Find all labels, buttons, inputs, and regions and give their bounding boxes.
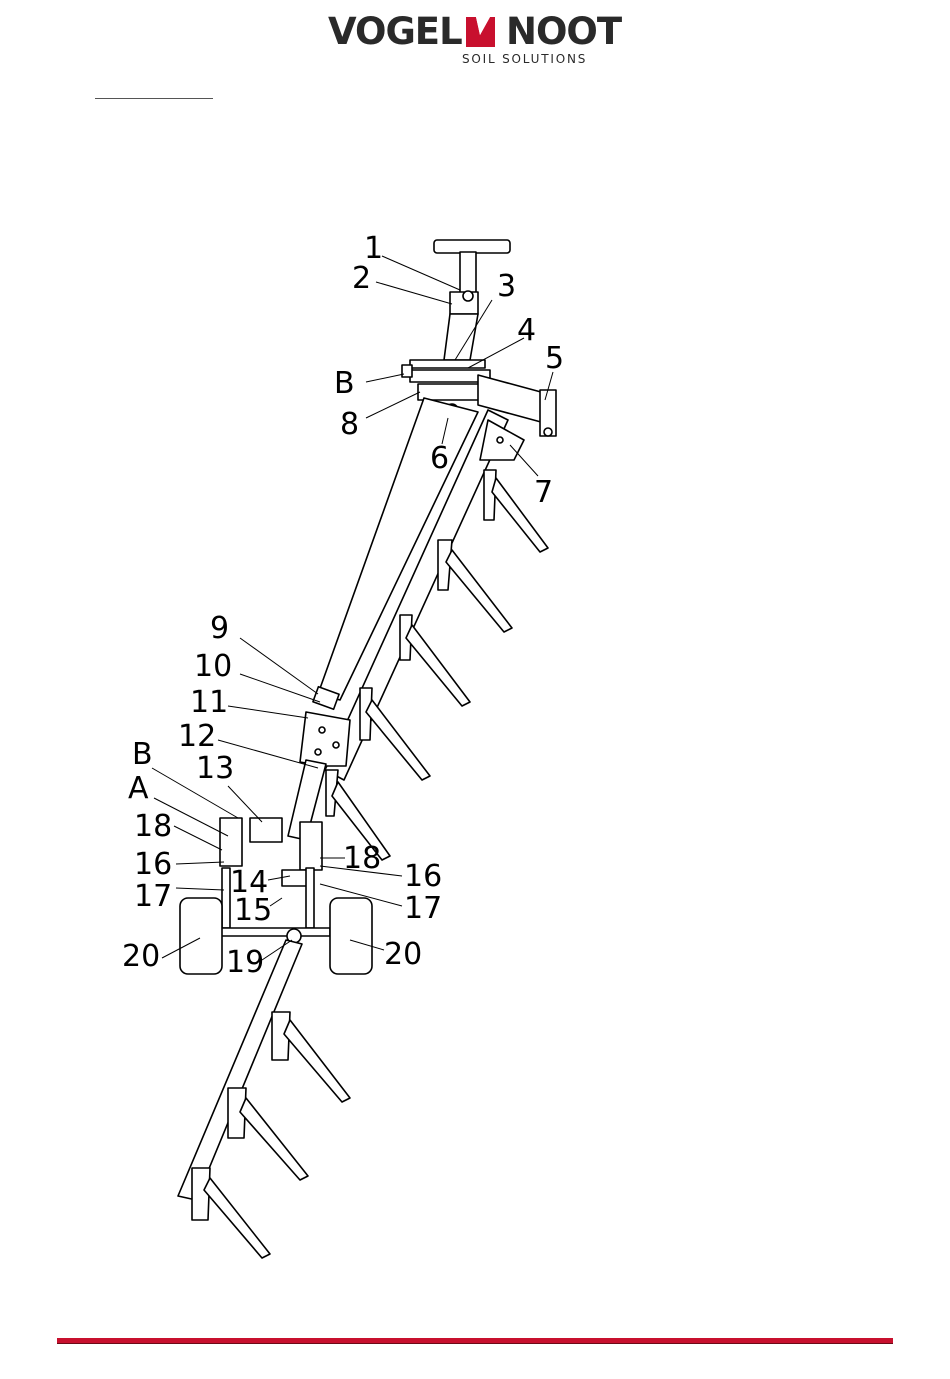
part-label: B: [132, 737, 153, 772]
part-label: 18: [134, 809, 172, 844]
part-label: 4: [517, 313, 536, 348]
part-label: 10: [194, 649, 232, 684]
part-label: 13: [196, 751, 234, 786]
part-label: 17: [134, 879, 172, 914]
part-label: 5: [545, 341, 564, 376]
part-label: 2: [352, 261, 371, 296]
part-label: 11: [190, 685, 228, 720]
part-label: 6: [430, 441, 449, 476]
part-label: 8: [340, 407, 359, 442]
part-label: 12: [178, 719, 216, 754]
part-label: 17: [404, 891, 442, 926]
part-labels: 1 2 3 4 5 B 8 6 7 9 10 11 12 B 13 A 18 1…: [122, 231, 564, 980]
part-label: B: [334, 366, 355, 401]
part-label: 19: [226, 945, 264, 980]
part-label: A: [128, 771, 149, 806]
part-label: 18: [343, 841, 381, 876]
part-label: 15: [234, 893, 272, 928]
part-label: 7: [534, 475, 553, 510]
part-label: 9: [210, 611, 229, 646]
part-label: 20: [122, 939, 160, 974]
footer-rule: [57, 1338, 893, 1344]
part-label: 16: [404, 859, 442, 894]
part-label: 3: [497, 269, 516, 304]
part-label: 20: [384, 937, 422, 972]
part-label: 16: [134, 847, 172, 882]
